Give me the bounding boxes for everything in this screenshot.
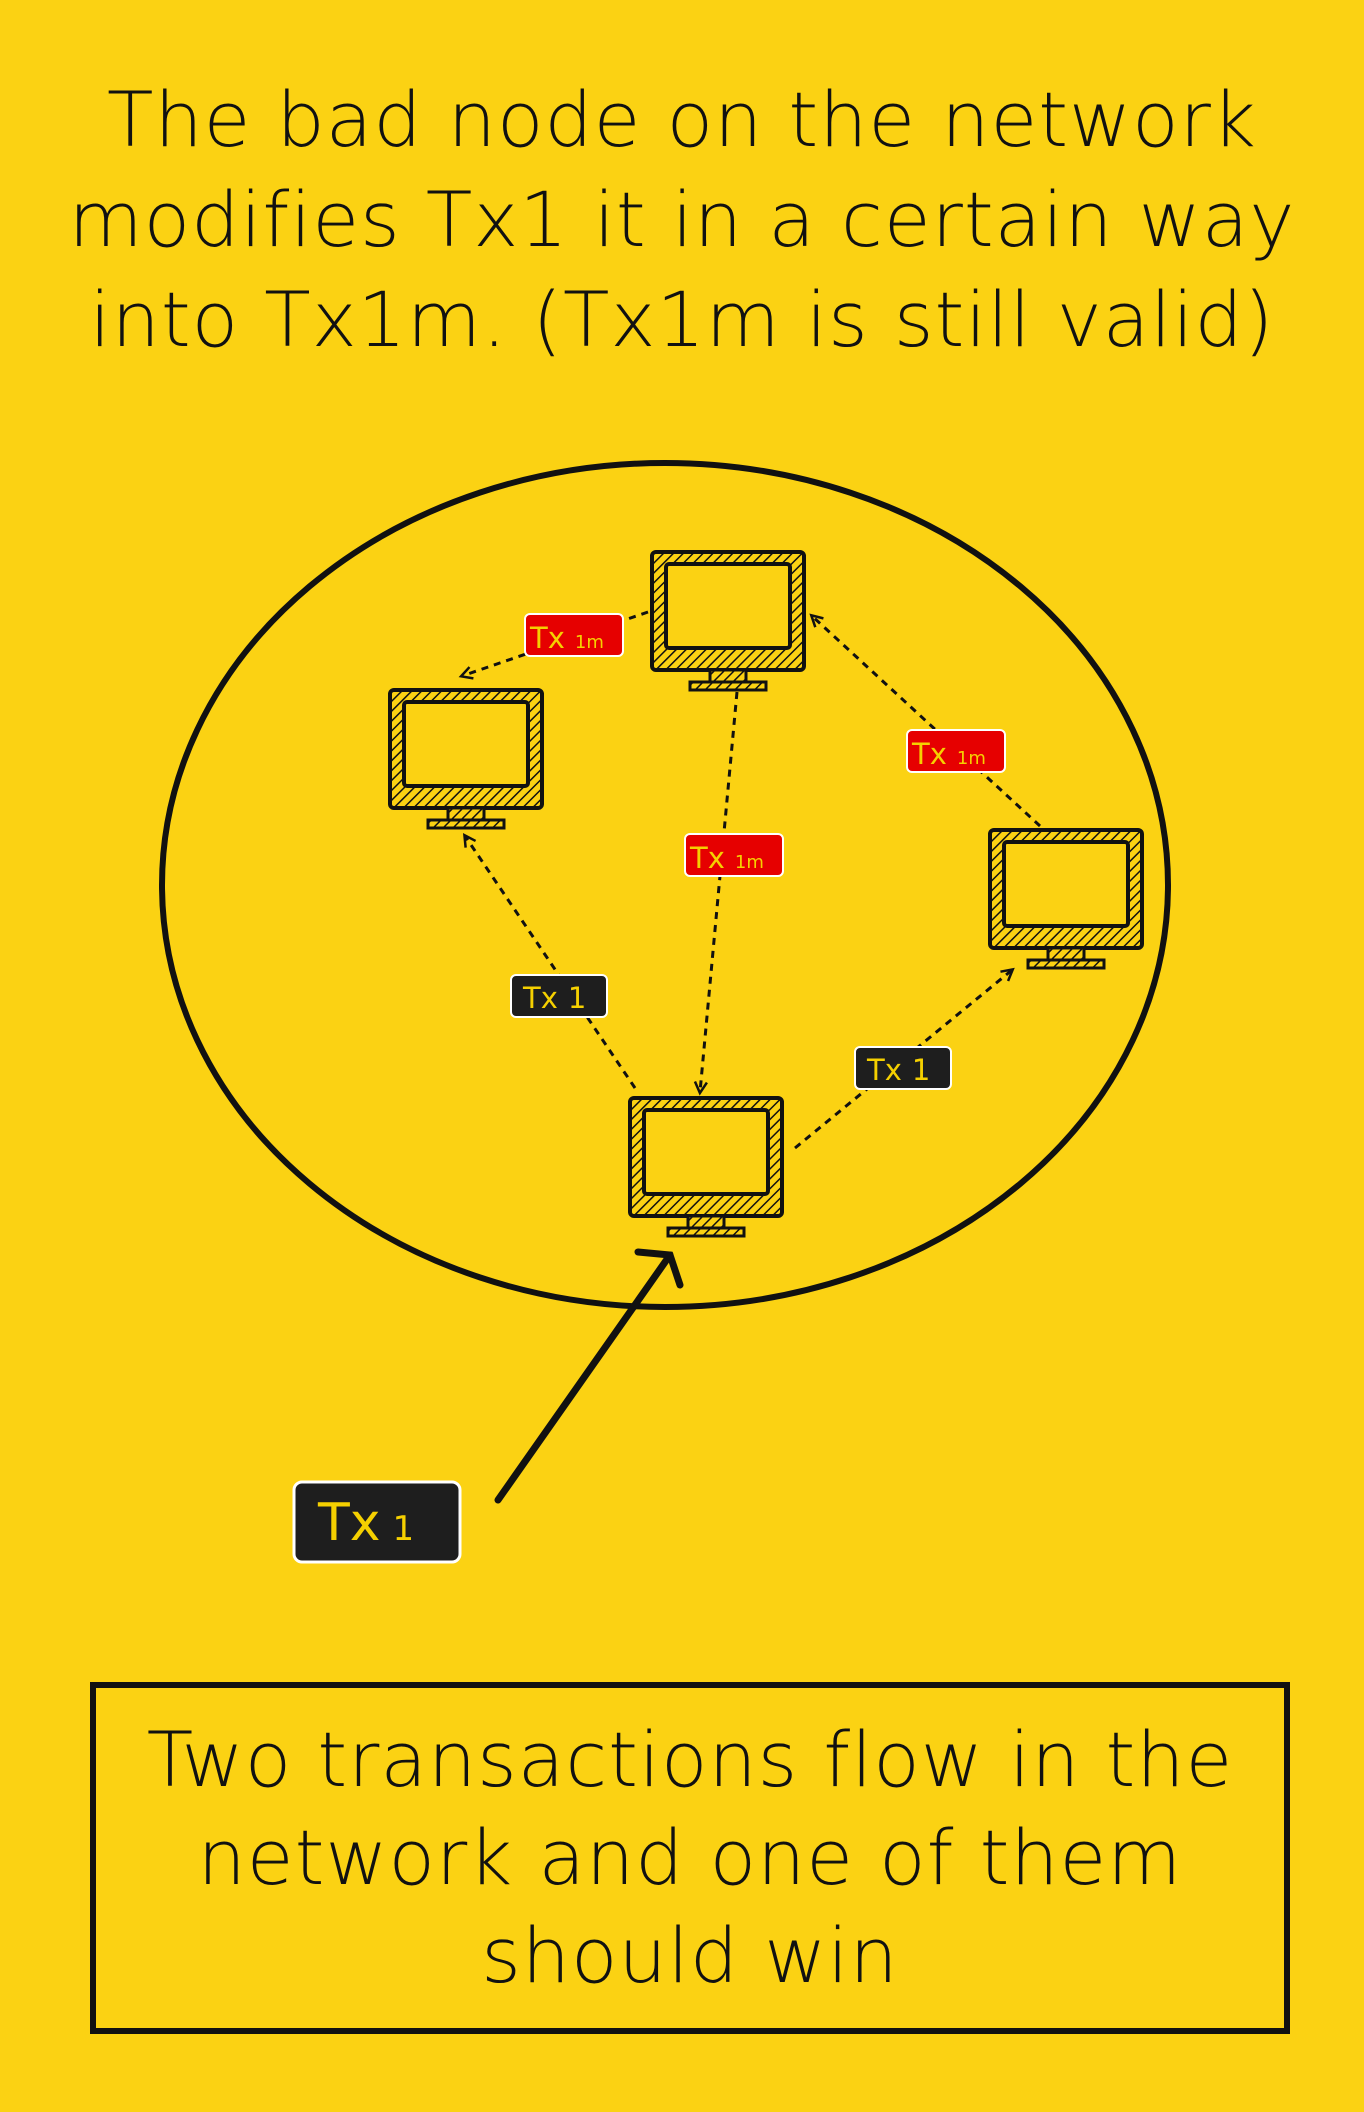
page-title: The bad node on the network modifies Tx1… — [68, 75, 1296, 364]
computer-monitor-icon-left — [388, 688, 544, 830]
svg-text:Tx1: Tx1 — [317, 1493, 414, 1553]
svg-text:Tx1: Tx1 — [522, 981, 586, 1015]
network-boundary — [159, 460, 1171, 1310]
svg-text:Tx1m: Tx1m — [911, 737, 986, 771]
svg-text:Tx1: Tx1 — [866, 1053, 930, 1087]
arrow-right-to-top — [809, 613, 1042, 828]
arrow-bottom-to-left — [462, 833, 637, 1089]
input-arrow — [494, 1248, 684, 1504]
svg-text:Tx1m: Tx1m — [689, 841, 764, 875]
connections — [458, 610, 1042, 1150]
caption-text: Two transactions flow in the network and… — [146, 1715, 1234, 2000]
computer-monitor-icon-top — [650, 550, 806, 692]
computer-monitor-icon-bottom — [628, 1096, 784, 1238]
svg-text:Tx1m: Tx1m — [529, 621, 604, 655]
computer-monitor-icon-right — [988, 828, 1144, 970]
caption-box: Two transactions flow in the network and… — [90, 1682, 1290, 2034]
arrow-top-to-bottom — [693, 691, 739, 1096]
